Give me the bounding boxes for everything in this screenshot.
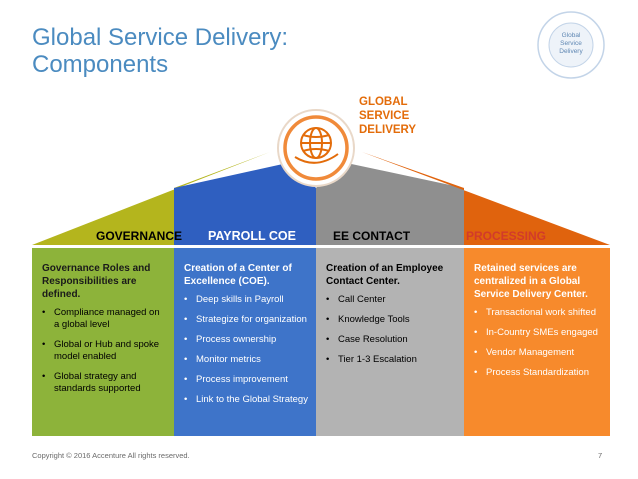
panel-ee-contact: Creation of an Employee Contact Center. … <box>316 248 464 436</box>
panel-heading: Creation of an Employee Contact Center. <box>326 263 444 287</box>
header-payroll-coe: PAYROLL COE <box>208 229 296 243</box>
panel-governance: Governance Roles and Responsibilities ar… <box>32 248 174 436</box>
bullet-list: Compliance managed on a global level Glo… <box>42 307 166 395</box>
panel-heading: Governance Roles and Responsibilities ar… <box>42 263 151 300</box>
slide-title: Global Service Delivery: Components <box>32 24 288 78</box>
header-processing: PROCESSING <box>466 229 547 243</box>
list-item: Deep skills in Payroll <box>184 294 308 306</box>
roof-segment-payroll <box>174 162 316 245</box>
roof-segment-processing <box>362 152 610 245</box>
panel-heading: Retained services are centralized in a G… <box>474 263 588 300</box>
list-item: Call Center <box>326 294 456 306</box>
list-item: Compliance managed on a global level <box>42 307 166 331</box>
list-item: Vendor Management <box>474 347 602 359</box>
panel-payroll-coe: Creation of a Center of Excellence (COE)… <box>174 248 316 436</box>
list-item: Link to the Global Strategy <box>184 394 308 406</box>
list-item: Strategize for organization <box>184 314 308 326</box>
badge-circle-icon <box>537 11 605 79</box>
bullet-list: Transactional work shifted In-Country SM… <box>474 307 602 379</box>
title-line-1: Global Service Delivery: <box>32 24 289 51</box>
list-item: Global strategy and standards supported <box>42 371 166 395</box>
list-item: Process ownership <box>184 334 308 346</box>
page-number: 7 <box>598 451 603 460</box>
copyright-text: Copyright © 2016 Accenture All rights re… <box>32 451 190 460</box>
list-item: Monitor metrics <box>184 354 308 366</box>
list-item: Process Standardization <box>474 367 602 379</box>
title-line-2: Components <box>32 51 169 78</box>
panel-heading: Creation of a Center of Excellence (COE)… <box>184 263 292 287</box>
header-governance: GOVERNANCE <box>96 229 183 243</box>
bullet-list: Call Center Knowledge Tools Case Resolut… <box>326 294 456 366</box>
roof-segment-ee-contact <box>316 162 464 245</box>
list-item: Global or Hub and spoke model enabled <box>42 339 166 363</box>
list-item: In-Country SMEs engaged <box>474 327 602 339</box>
list-item: Case Resolution <box>326 334 456 346</box>
list-item: Knowledge Tools <box>326 314 456 326</box>
panel-processing: Retained services are centralized in a G… <box>464 248 610 436</box>
list-item: Process improvement <box>184 374 308 386</box>
roof-segment-governance <box>32 152 270 245</box>
list-item: Transactional work shifted <box>474 307 602 319</box>
header-ee-contact: EE CONTACT <box>333 229 411 243</box>
bullet-list: Deep skills in Payroll Strategize for or… <box>184 294 308 406</box>
list-item: Tier 1-3 Escalation <box>326 354 456 366</box>
center-label: GLOBAL SERVICE DELIVERY <box>359 96 417 136</box>
badge-label: Global Service Delivery <box>559 32 583 55</box>
globe-icon <box>294 127 339 164</box>
